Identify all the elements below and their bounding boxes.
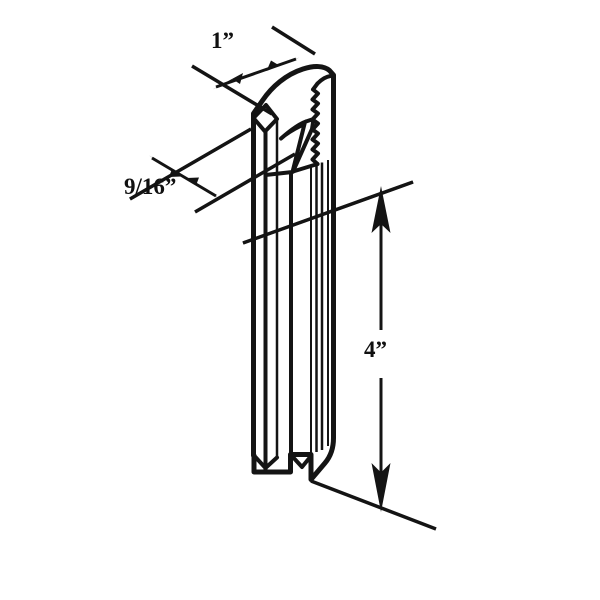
width-dimension-group: [191, 25, 316, 116]
width-arrowhead-right: [266, 57, 300, 71]
bottom-foot-edge: [252, 453, 279, 470]
part-bottom-end-face: [252, 453, 313, 470]
channel-floor-edge: [291, 162, 320, 174]
leader-line-across-right: [242, 180, 414, 245]
width-extension-line-left: [191, 64, 273, 116]
barb-hook-tip: [291, 117, 316, 174]
leader-line-across-left: [129, 127, 252, 201]
part-silhouette: [251, 64, 336, 482]
bottom-notch-edge: [289, 453, 313, 469]
channel-inner-arm: [263, 119, 308, 177]
part-outline: [251, 64, 336, 482]
width-extension-line-right: [271, 25, 316, 56]
extrusion-length-lines: [251, 118, 329, 471]
part-top-end-face: [251, 74, 333, 177]
depth-arrowhead-lower: [187, 177, 220, 199]
width-arrowhead-left: [212, 73, 243, 90]
width-dimension-label: 1”: [211, 28, 234, 53]
length-extension-line-bottom: [310, 479, 437, 531]
length-dimension-label: 4”: [364, 337, 387, 362]
length-arrowhead-bottom: [371, 463, 391, 512]
part-leader-lines: [129, 127, 414, 245]
depth-arrowhead-upper: [149, 155, 181, 177]
depth-dimension-label: 9/16”: [124, 174, 177, 199]
length-arrowhead-top: [371, 186, 391, 233]
depth-extension-line-lower: [194, 152, 296, 214]
serrated-barb-edge: [310, 81, 320, 166]
barb-strip-top-edge: [315, 74, 333, 86]
